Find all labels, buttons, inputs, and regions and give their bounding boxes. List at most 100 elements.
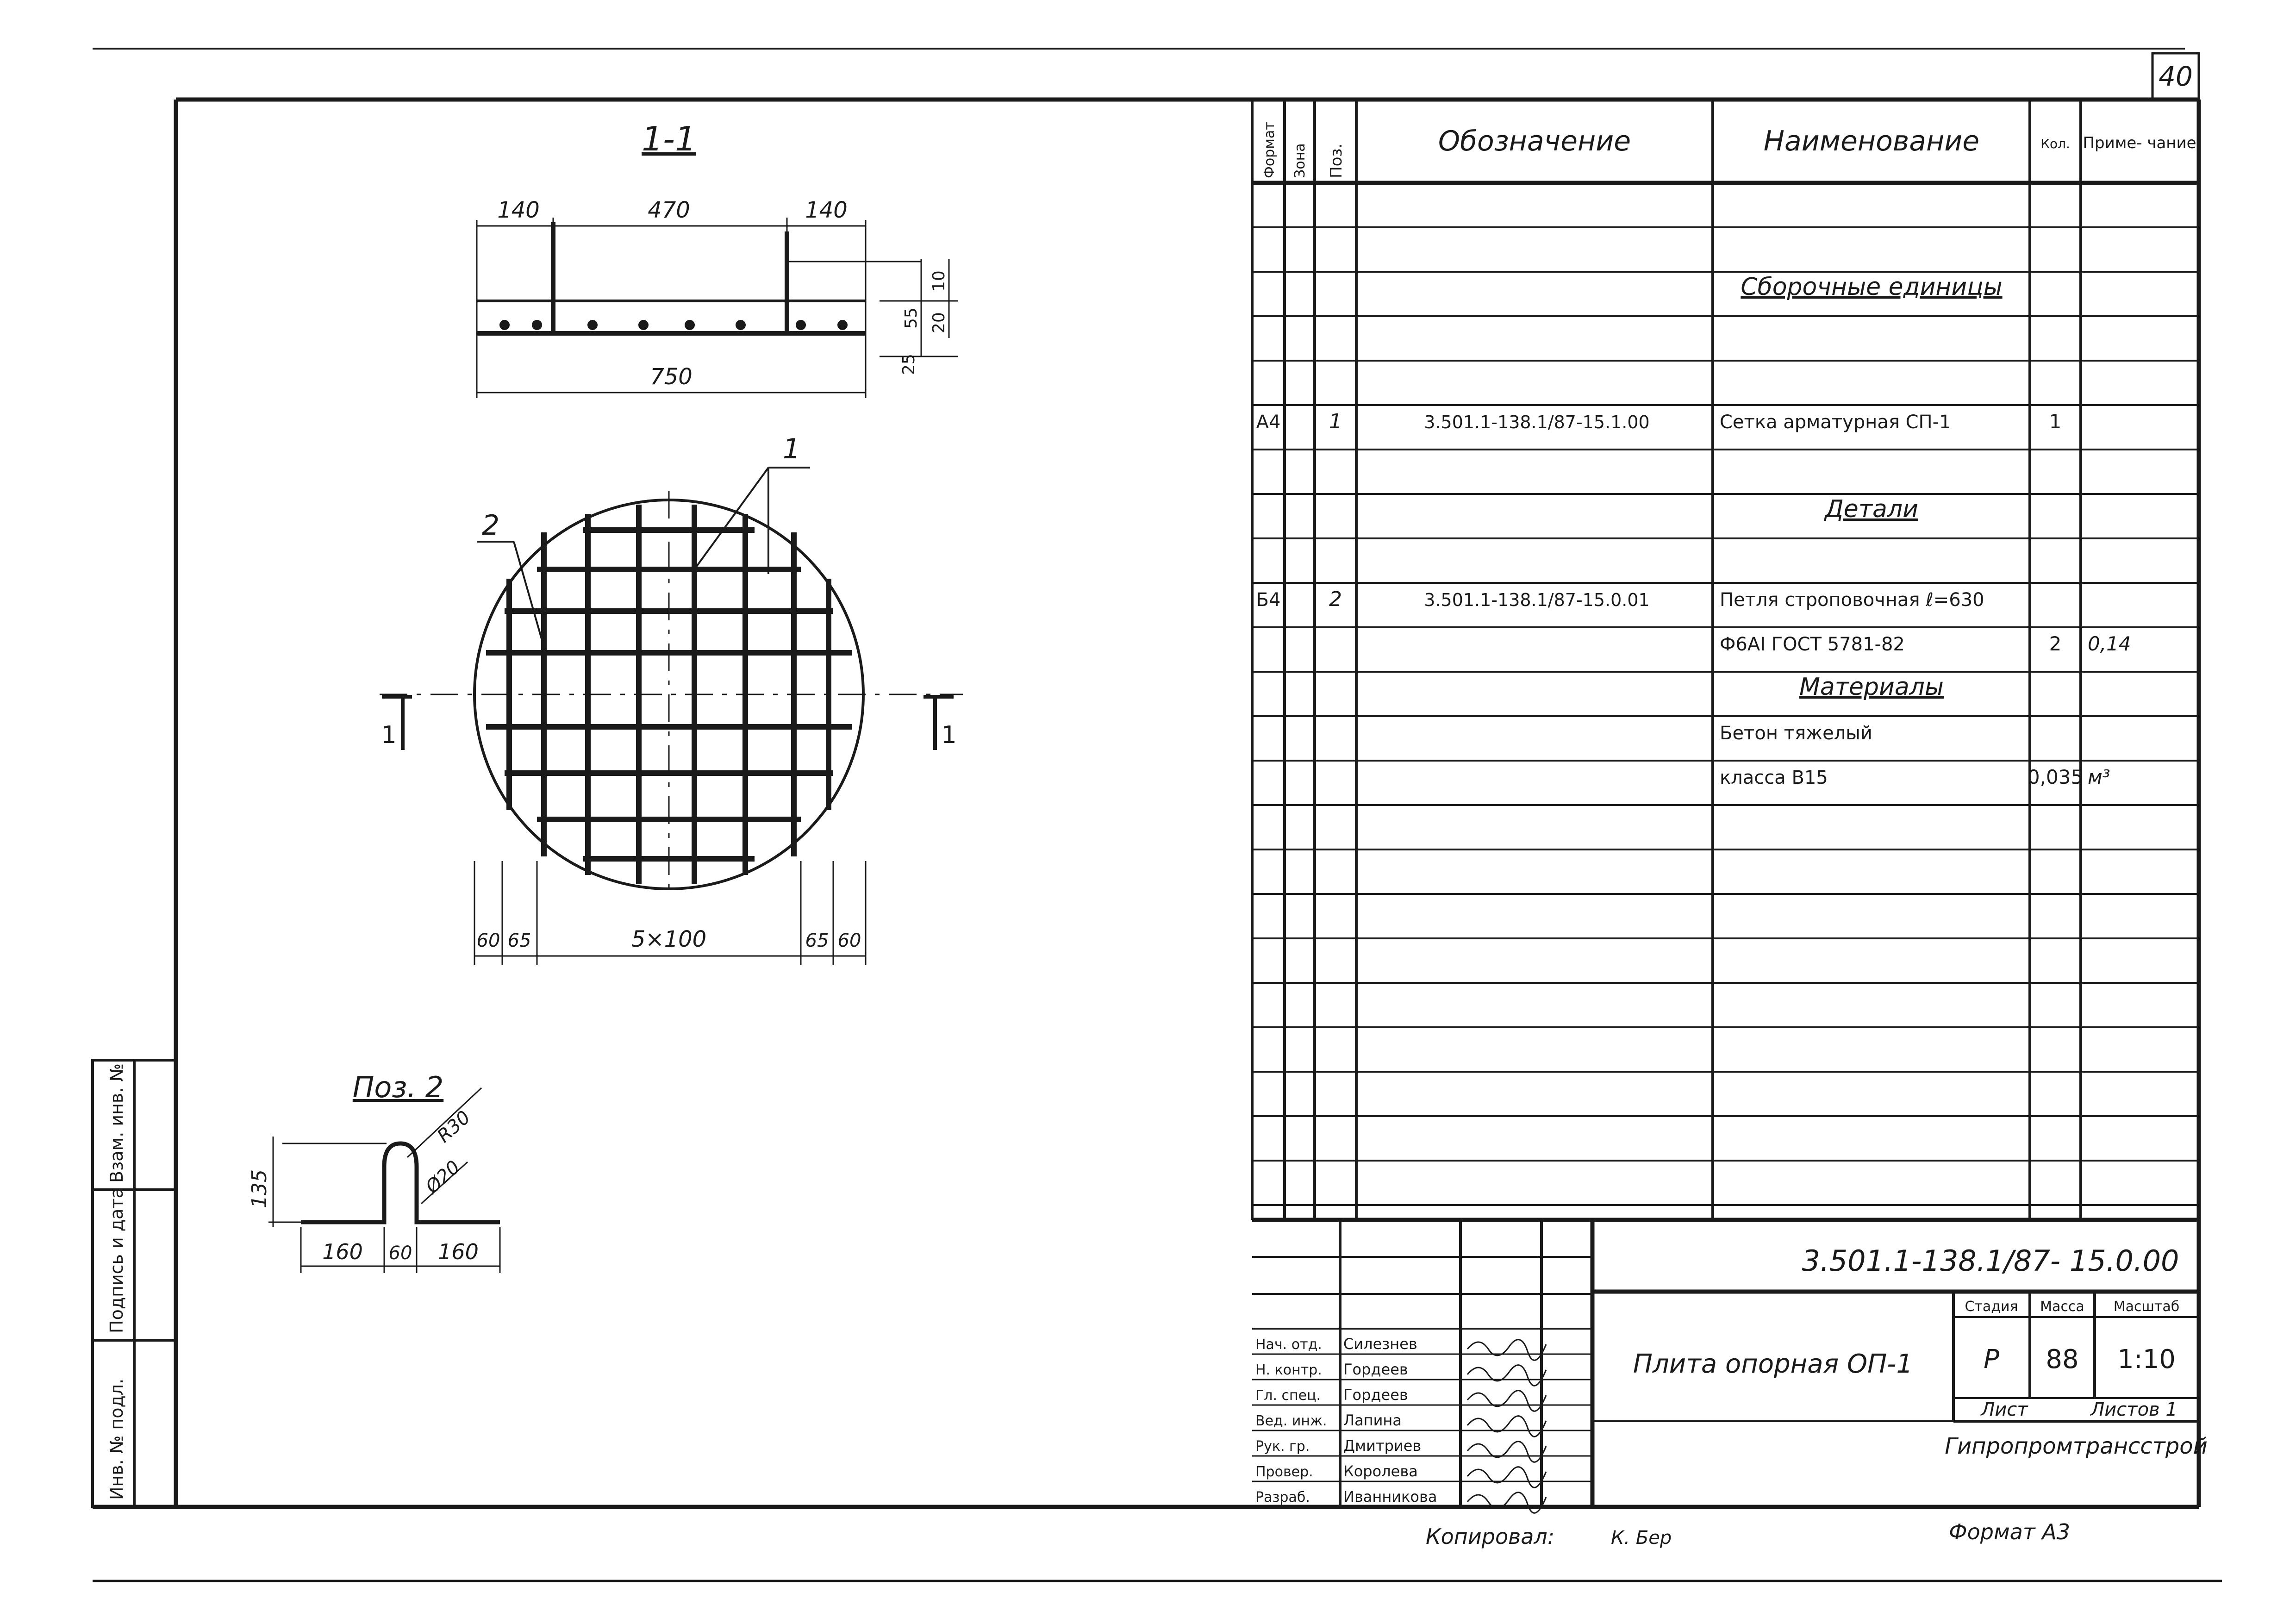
section-dim-bottom: 750 — [650, 364, 693, 390]
section-view: 1-1 — [476, 119, 958, 398]
signature-role-0: Нач. отд. — [1255, 1337, 1322, 1353]
spec-row-1-format: А4 — [1256, 412, 1281, 433]
section-dim-middle: 470 — [648, 197, 690, 223]
header-qty: Кол. — [2040, 136, 2070, 151]
pos2-diameter: Ø20 — [421, 1156, 464, 1199]
spec-row-1-designation: 3.501.1-138.1/87-15.1.00 — [1424, 412, 1649, 432]
spec-row-2-name: Детали — [1824, 495, 1918, 523]
signature-name-0: Силезнев — [1343, 1335, 1417, 1353]
signature-scribble-2 — [1466, 1390, 1547, 1412]
header-format: Формат — [1261, 122, 1278, 178]
section-dim-20: 20 — [930, 312, 948, 333]
mass-label: Масса — [2040, 1299, 2084, 1315]
section-dim-left: 140 — [497, 197, 540, 223]
pos2-detail: Поз. 2 R30 Ø20 135 160 60 160 — [248, 1070, 501, 1273]
signature-scribble-4 — [1466, 1441, 1547, 1463]
pos2-dim-right: 160 — [438, 1239, 479, 1264]
signature-role-2: Гл. спец. — [1255, 1387, 1321, 1404]
plan-dim-65-left: 65 — [508, 930, 531, 951]
plan-pos-label-1: 1 — [783, 433, 800, 465]
signature-name-1: Гордеев — [1343, 1361, 1408, 1378]
header-designation: Обозначение — [1438, 125, 1631, 157]
sheet-number: 40 — [2159, 61, 2193, 92]
signature-role-4: Рук. гр. — [1255, 1438, 1310, 1455]
section-dim-10: 10 — [930, 270, 948, 292]
signature-scribble-3 — [1466, 1415, 1547, 1437]
spec-row-7-name: класса В15 — [1720, 767, 1828, 788]
section-title: 1-1 — [642, 119, 696, 158]
spec-row-3-pos: 2 — [1329, 587, 1342, 611]
pos2-dim-mid: 60 — [389, 1243, 412, 1264]
section-dim-25: 25 — [899, 354, 918, 375]
mass-value: 88 — [2046, 1344, 2078, 1374]
spec-row-3-name: Петля строповочная ℓ=630 — [1720, 589, 1984, 611]
spec-row-4-qty: 2 — [2049, 632, 2062, 655]
spec-row-7-note: м³ — [2088, 766, 2110, 788]
sheet-frame — [93, 48, 2222, 1582]
spec-row-3-designation: 3.501.1-138.1/87-15.0.01 — [1424, 590, 1649, 610]
side-stamp-inv-label: Инв. № подл. — [106, 1379, 127, 1500]
spec-row-7-qty: 0,035 — [2028, 766, 2083, 788]
side-stamp-replace-label: Взам. инв. № — [106, 1063, 127, 1183]
signature-name-2: Гордеев — [1343, 1386, 1408, 1404]
scale-value: 1:10 — [2117, 1344, 2176, 1374]
pos2-dim-left: 160 — [322, 1239, 363, 1264]
section-mark-right: 1 — [941, 721, 956, 749]
stage-value: Р — [1984, 1344, 1999, 1374]
section-dim-right: 140 — [805, 197, 848, 223]
header-zone: Зона — [1292, 143, 1308, 178]
plan-dim-60-right: 60 — [838, 930, 861, 951]
plan-pos-label-2: 2 — [482, 509, 499, 542]
footer-copied-signature: К. Бер — [1611, 1527, 1672, 1549]
signature-name-3: Лапина — [1343, 1412, 1402, 1429]
signature-name-6: Иванникова — [1343, 1488, 1437, 1505]
side-stamp-sign-label: Подпись и дата — [106, 1187, 127, 1333]
section-mark-left: 1 — [381, 721, 396, 749]
plan-dim-65-right: 65 — [805, 930, 829, 951]
spec-row-3-format: Б4 — [1256, 589, 1281, 611]
header-name: Наименование — [1764, 125, 1979, 157]
pos2-radius: R30 — [433, 1107, 474, 1147]
pos2-title: Поз. 2 — [353, 1070, 443, 1104]
spec-row-4-note: 0,14 — [2088, 632, 2131, 655]
signature-role-3: Вед. инж. — [1255, 1413, 1327, 1429]
spec-row-1-qty: 1 — [2049, 410, 2062, 433]
stage-label: Стадия — [1965, 1299, 2018, 1315]
footer-copied: Копировал: — [1426, 1524, 1554, 1549]
plan-dim-60-left: 60 — [477, 930, 500, 951]
sheets-label: Листов 1 — [2090, 1399, 2177, 1420]
spec-row-6-name: Бетон тяжелый — [1720, 723, 1872, 744]
plan-dim-5x100: 5×100 — [631, 926, 706, 952]
sheet-label: Лист — [1980, 1399, 2028, 1420]
signature-role-6: Разраб. — [1255, 1489, 1310, 1505]
footer-format: Формат А3 — [1949, 1519, 2070, 1544]
signature-scribble-0 — [1466, 1339, 1547, 1361]
signature-name-5: Королева — [1343, 1462, 1418, 1480]
document-code: 3.501.1-138.1/87- 15.0.00 — [1802, 1244, 2179, 1278]
spec-row-5-name: Материалы — [1799, 673, 1944, 701]
signature-role-5: Провер. — [1255, 1464, 1313, 1480]
spec-table: Формат Зона Поз. Обозначение Наименовани… — [1251, 100, 2199, 1220]
section-dim-55: 55 — [902, 307, 921, 329]
plan-view: 1 2 1 1 60 65 5×100 65 60 — [380, 433, 963, 965]
product-name: Плита опорная ОП-1 — [1633, 1349, 1913, 1379]
signature-name-4: Дмитриев — [1343, 1437, 1421, 1455]
pos2-dim-height: 135 — [248, 1169, 271, 1208]
signature-scribble-5 — [1466, 1466, 1547, 1488]
spec-row-0-name: Сборочные единицы — [1741, 273, 2002, 301]
signature-scribble-1 — [1466, 1364, 1547, 1387]
scale-label: Масштаб — [2114, 1299, 2180, 1315]
spec-row-1-name: Сетка арматурная СП-1 — [1720, 412, 1951, 433]
side-stamp — [91, 1059, 177, 1508]
signature-scribble-6 — [1466, 1492, 1547, 1514]
signature-role-1: Н. контр. — [1255, 1362, 1322, 1378]
organization: Гипропромтрансстрой — [1945, 1433, 2208, 1459]
spec-row-1-pos: 1 — [1329, 410, 1342, 433]
header-note: Приме- чание — [2083, 134, 2196, 152]
spec-row-4-name: Ф6АI ГОСТ 5781-82 — [1720, 634, 1905, 655]
header-pos: Поз. — [1327, 144, 1346, 178]
